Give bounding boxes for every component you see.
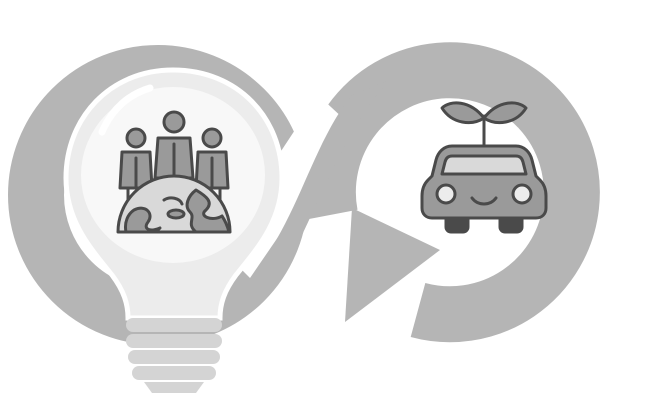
people-group-icon — [118, 112, 230, 232]
sprout-icon — [442, 103, 526, 146]
bulb-base — [126, 318, 222, 393]
